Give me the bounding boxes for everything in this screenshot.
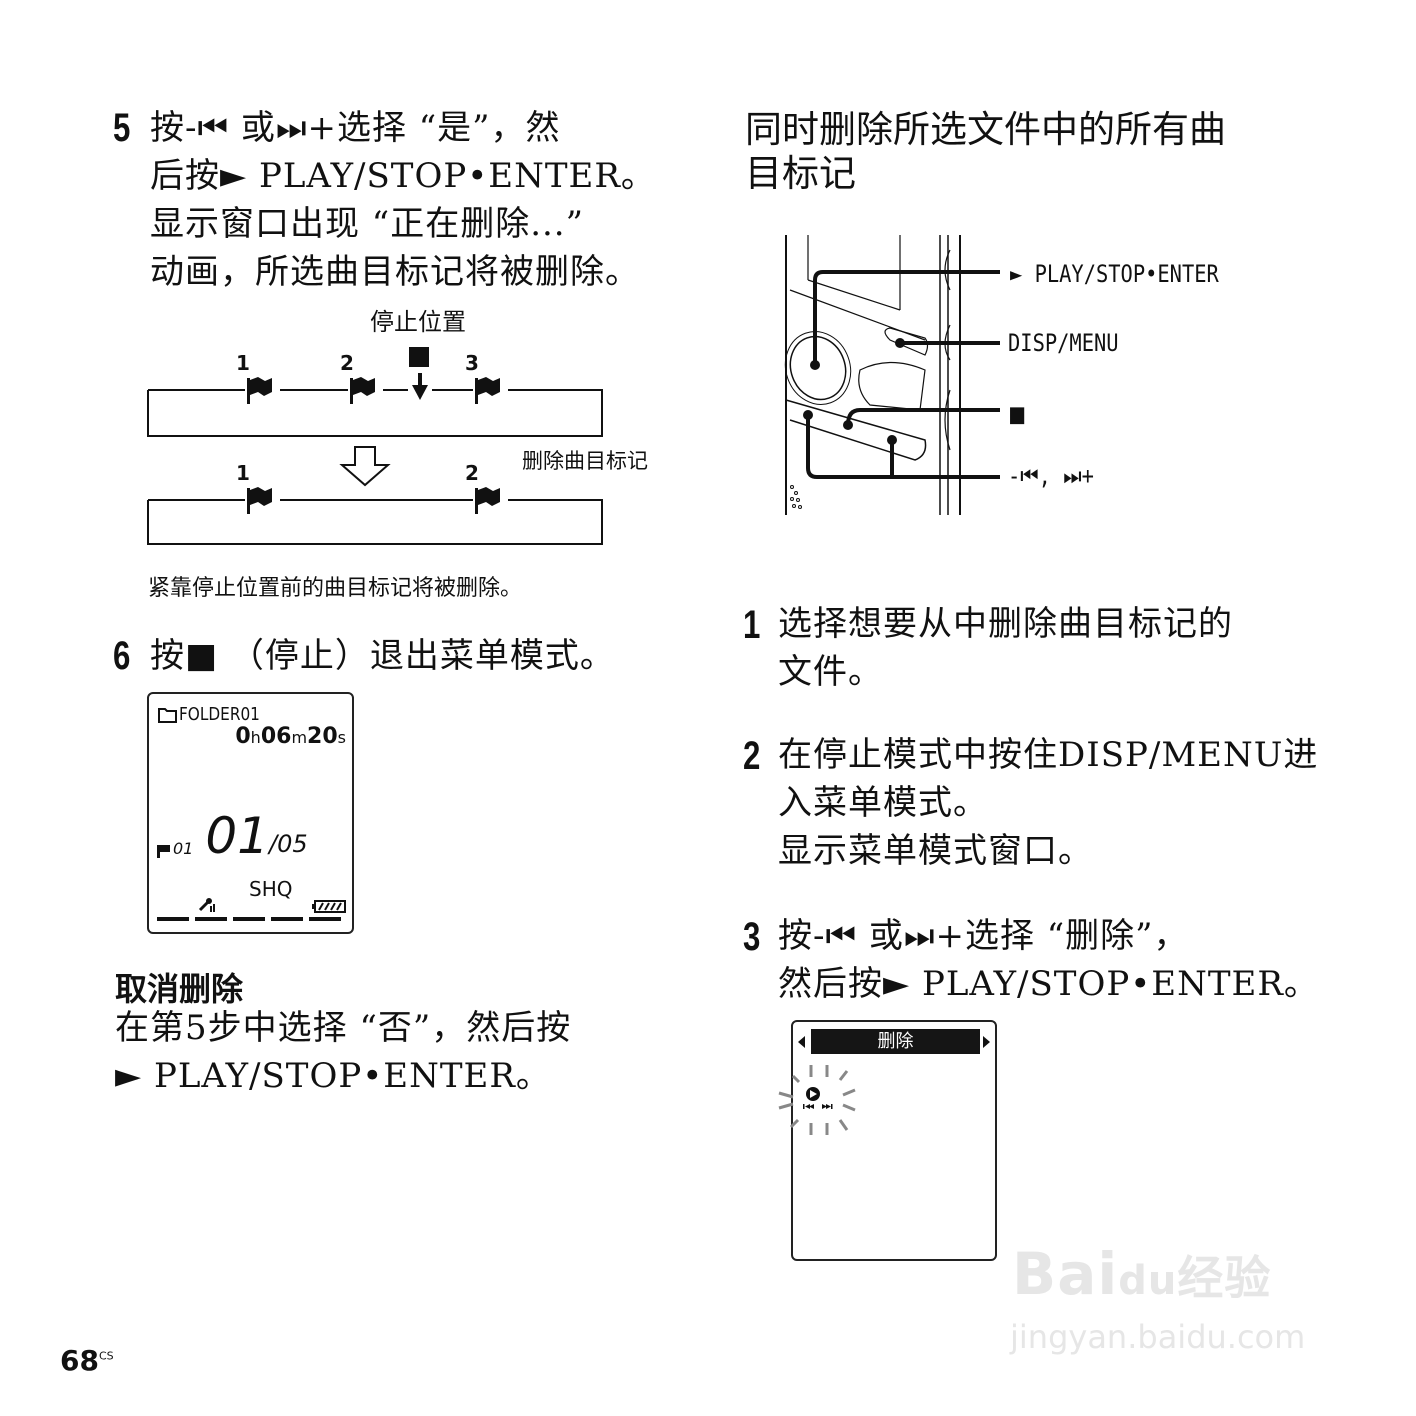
flag-icon	[475, 487, 500, 514]
stop-label: ■	[1010, 397, 1025, 430]
right-arrow-icon	[983, 1036, 990, 1048]
lcd-display: FOLDER01 0h06m20s 01 01 /05 SHQ	[147, 692, 354, 934]
step-6-number: 6	[113, 634, 131, 678]
step-3-text: 按-⏮ 或⏭+选择 “删除”， 然后按► PLAY/STOP•ENTER。	[778, 916, 1319, 1004]
hollow-down-arrow-icon	[339, 446, 391, 487]
flag-icon	[350, 377, 375, 404]
delete-mark-label: 删除曲目标记	[522, 449, 648, 473]
svg-text:1: 1	[236, 461, 250, 485]
down-arrow-icon	[412, 385, 428, 400]
svg-text:2: 2	[340, 351, 354, 375]
skip-label: -⏮, ⏭+	[1008, 462, 1094, 490]
play-stop-enter-label: ► PLAY/STOP•ENTER	[1010, 260, 1219, 288]
step-1-text: 选择想要从中删除曲目标记的 文件。	[778, 604, 1233, 692]
disp-menu-label: DISP/MENU	[1008, 329, 1119, 357]
track-number: 01	[205, 807, 269, 865]
device-illustration	[784, 235, 1000, 515]
folder-row: FOLDER01	[157, 704, 274, 725]
menu-title: 删除	[811, 1029, 980, 1054]
flag-icon	[247, 487, 272, 514]
flag-icon	[157, 845, 170, 858]
elapsed-time: 0h06m20s	[235, 724, 346, 749]
cancel-line-1: 在第5步中选择 “否”，然后按	[115, 1008, 572, 1048]
folder-name: FOLDER01	[179, 704, 260, 725]
svg-text:1: 1	[236, 351, 250, 375]
menu-lcd-display: 删除	[791, 1020, 997, 1261]
diagram-caption: 紧靠停止位置前的曲目标记将被删除。	[148, 576, 523, 601]
step-5-number: 5	[113, 106, 131, 150]
svg-text:3: 3	[465, 351, 479, 375]
battery-icon	[312, 900, 346, 913]
step-5-text: 按-⏮ 或⏭+选择 “是”，然 后按► PLAY/STOP•ENTER。 显示窗…	[150, 104, 656, 296]
step-2-text: 在停止模式中按住DISP/MENU进 入菜单模式。 显示菜单模式窗口。	[778, 735, 1319, 871]
track-mark-diagram: 1 2 3 1 2	[147, 347, 603, 545]
stop-icon	[409, 347, 429, 367]
flag-icon	[475, 377, 500, 404]
step-3-number: 3	[743, 915, 761, 959]
step-5-line-3: 显示窗口出现 “正在删除...”	[150, 204, 584, 244]
cancel-delete-title: 取消删除	[115, 970, 244, 1008]
stop-position-label: 停止位置	[370, 308, 466, 336]
left-arrow-icon	[798, 1036, 805, 1048]
step-6-text: 按■ （停止）退出菜单模式。	[150, 636, 615, 676]
watermark-logo: Baidu经验	[1012, 1240, 1272, 1308]
svg-text:2: 2	[465, 461, 479, 485]
page-number: 68CS	[60, 1344, 114, 1377]
cancel-delete-text: 在第5步中选择 “否”，然后按 ► PLAY/STOP•ENTER。	[115, 1004, 571, 1100]
quality-label: SHQ	[249, 877, 293, 901]
cancel-line-2: ► PLAY/STOP•ENTER。	[115, 1056, 551, 1096]
mark-number: 01	[173, 839, 194, 858]
step-5-line-1: 按-⏮ 或⏭+选择 “是”，然	[150, 108, 561, 148]
track-counter: 01 01 /05	[157, 807, 308, 865]
folder-icon	[158, 707, 177, 723]
step-5-line-2: 后按► PLAY/STOP•ENTER。	[150, 156, 656, 196]
blinking-play-indicator-icon	[778, 1065, 856, 1135]
step-5-line-4: 动画，所选曲目标记将被删除。	[150, 252, 640, 292]
track-total: /05	[268, 830, 308, 858]
watermark-url: jingyan.baidu.com	[1010, 1318, 1306, 1356]
mic-sensitivity-icon	[198, 898, 215, 912]
section-heading: 同时删除所选文件中的所有曲 目标记	[745, 108, 1226, 195]
page-suffix: CS	[98, 1349, 114, 1363]
level-bar	[157, 917, 341, 921]
step-1-number: 1	[743, 603, 761, 647]
step-2-number: 2	[743, 734, 761, 778]
flag-icon	[247, 377, 272, 404]
